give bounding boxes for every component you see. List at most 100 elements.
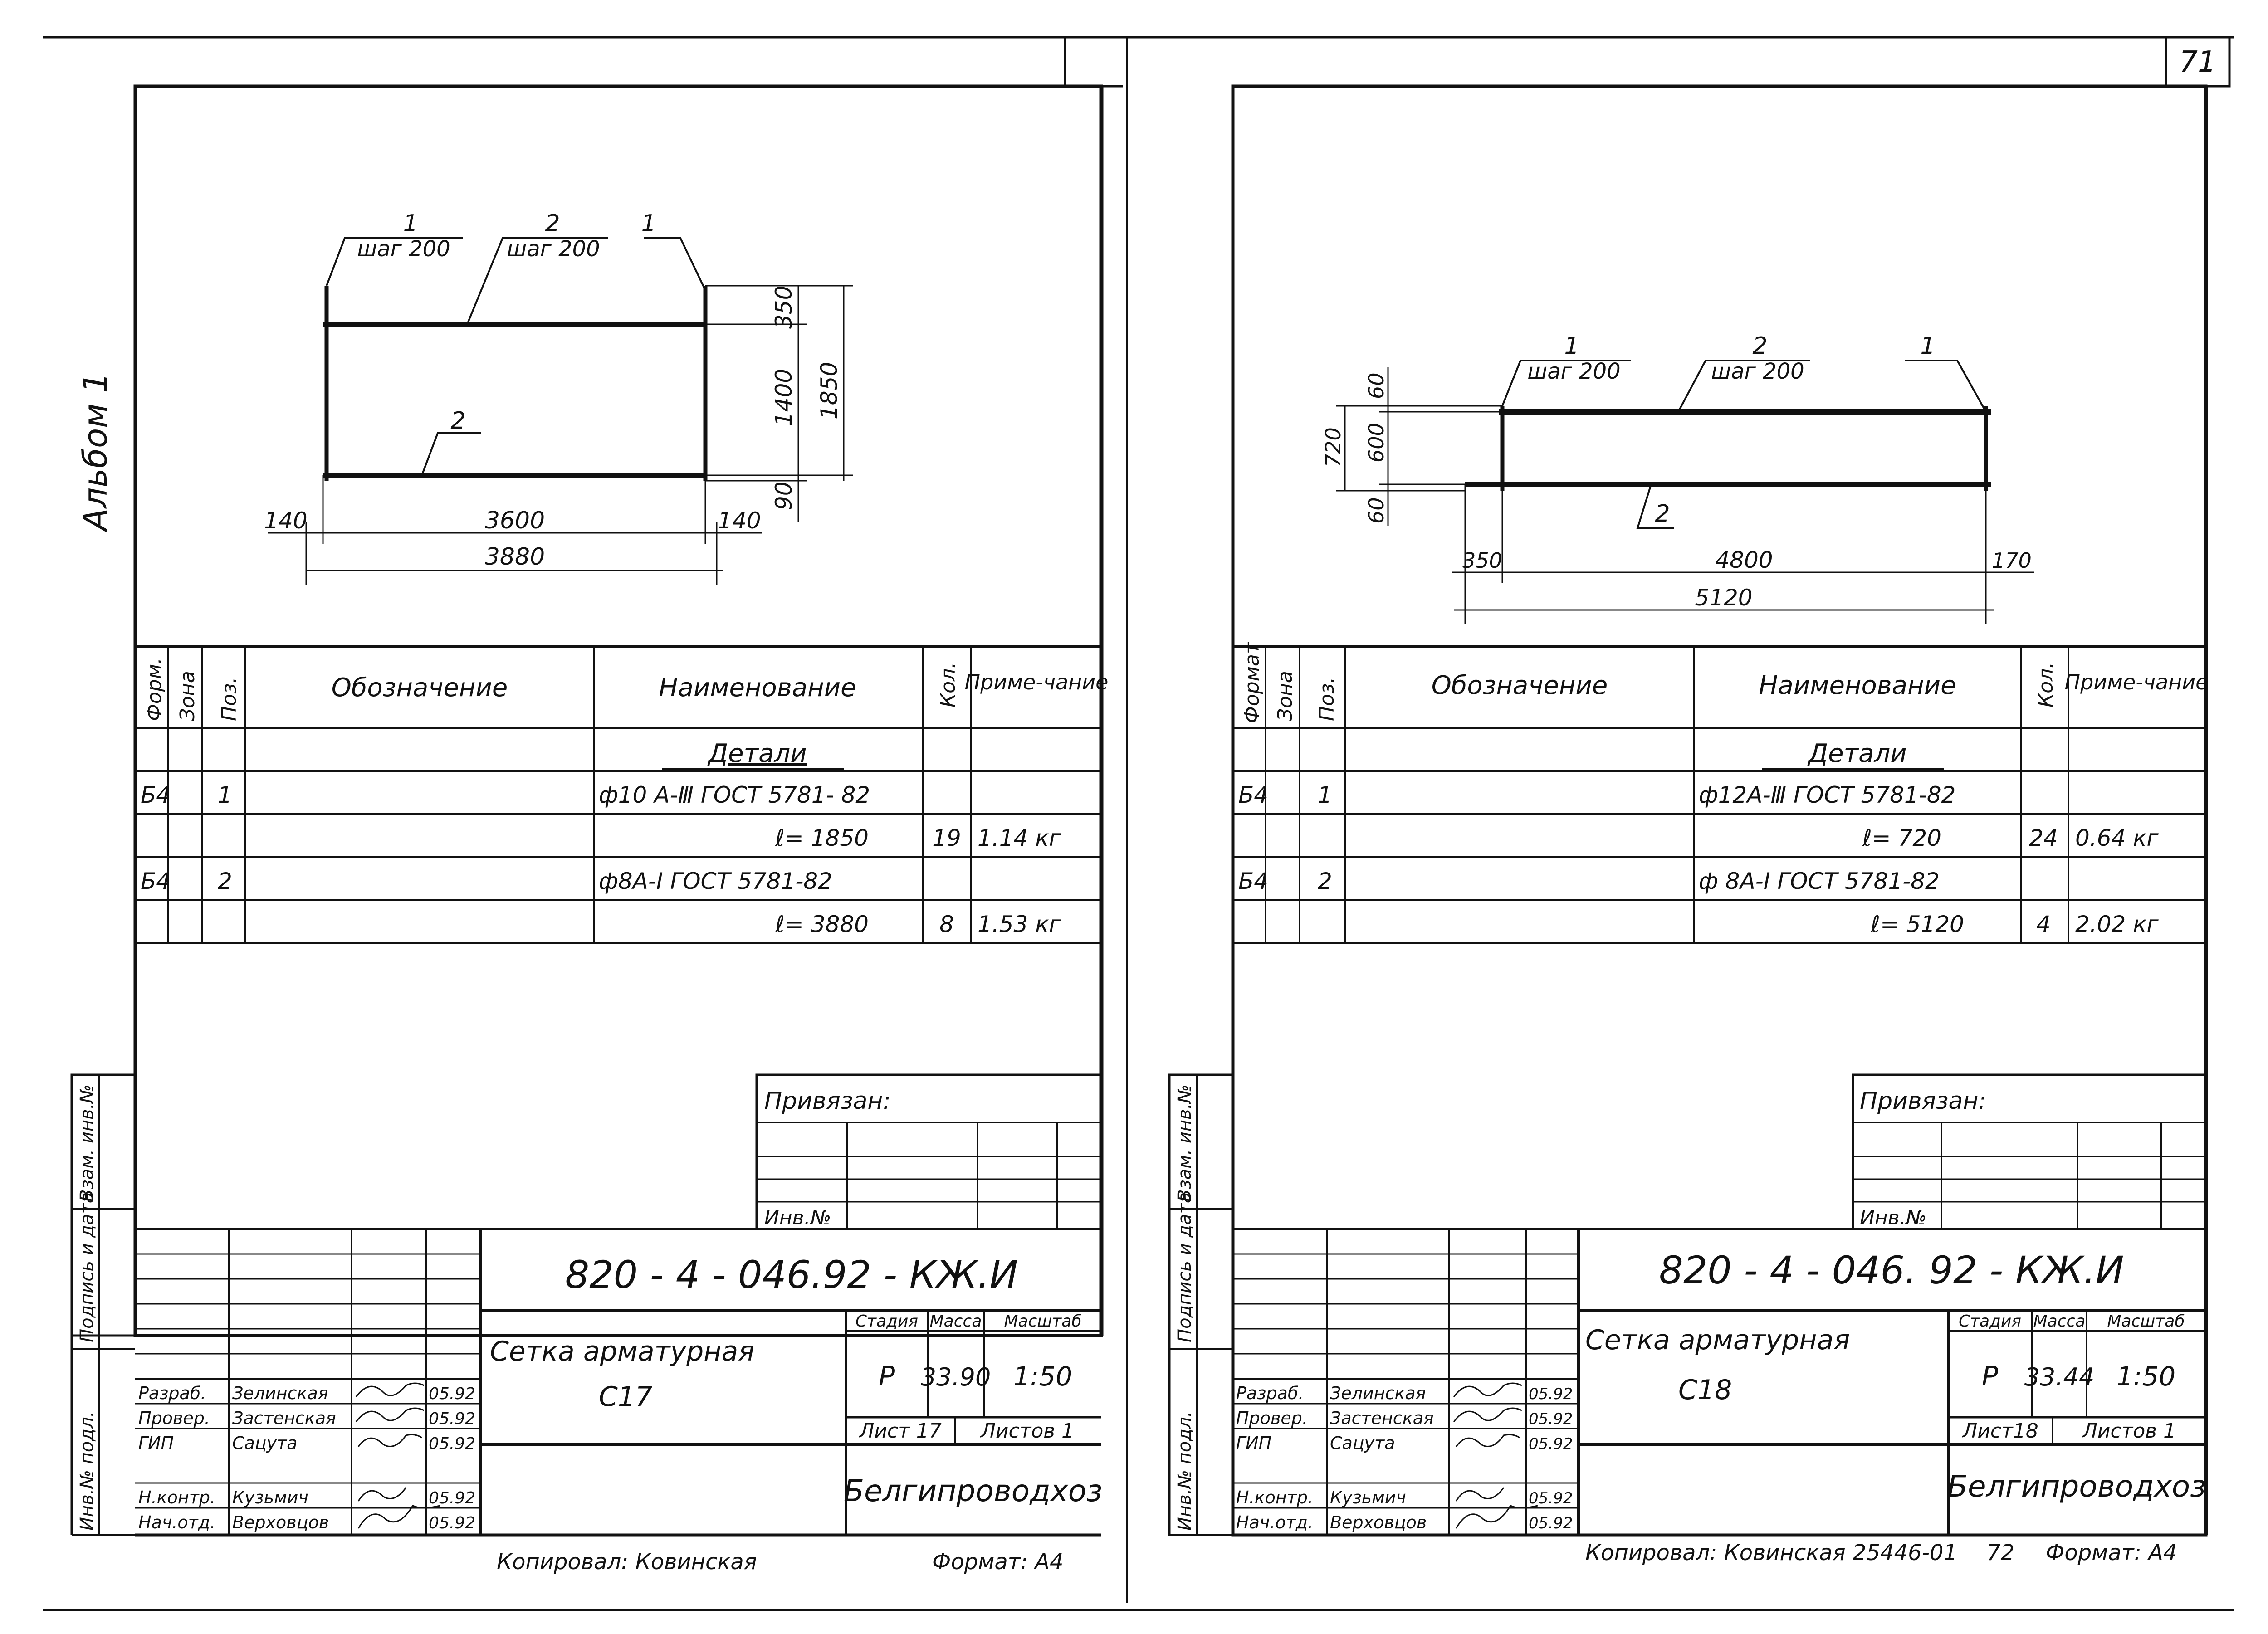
name-gip: Сацута (232, 1433, 298, 1453)
spec-h-designation: Обозначение (1432, 671, 1608, 700)
label-pos2b: 2 (1655, 500, 1670, 527)
date-gip: 05.92 (429, 1434, 475, 1453)
signature-scribble (1455, 1434, 1520, 1447)
spec-h-note: Приме-чание (2065, 670, 2209, 694)
scale-value: 1:50 (2116, 1361, 2175, 1392)
binding-label-sign: Подпись и дата (77, 1192, 98, 1342)
spec-cell-note: 0.64 кг (2075, 825, 2159, 851)
mass-value: 33.44 (2024, 1363, 2095, 1391)
role-gip: ГИП (1236, 1433, 1271, 1453)
date-norm-control: 05.92 (429, 1489, 475, 1507)
dim-total-h: 3880 (485, 543, 545, 571)
leader-2b (421, 432, 481, 476)
dim-bottom: 90 (771, 481, 797, 510)
dim-mid: 600 (1364, 423, 1388, 463)
signature-scribble (1455, 1487, 1505, 1502)
dim-left: 350 (1462, 548, 1502, 573)
label-pos1b: 1 (641, 210, 656, 237)
spec-h-format: Формат (1241, 642, 1264, 723)
spec-cell-format: Б4 (1238, 868, 1268, 894)
spec-cell-note: 1.53 кг (978, 911, 1061, 937)
spec-h-format: Форм. (143, 658, 166, 721)
leader-2 (466, 237, 608, 325)
stage-header: Стадия (1959, 1312, 2021, 1331)
spec-h-zone: Зона (176, 671, 199, 721)
label-pos1: 1 (403, 210, 418, 237)
doc-name-line1: Сетка арматурная (1585, 1324, 1850, 1356)
sheet-frame (133, 84, 1103, 1337)
binding-label-replace: Взам. инв.№ (1174, 1084, 1195, 1202)
doc-code: 820 - 4 - 046.92 - КЖ.И (565, 1253, 1018, 1297)
sheet-left: Взам. инв.№ Подпись и дата Инв.№ подл. 1… (70, 84, 1123, 1575)
binding-label-replace: Взам. инв.№ (77, 1084, 98, 1202)
spec-section: Детали (1807, 739, 1906, 768)
spec-h-pos: Поз. (218, 677, 241, 721)
format-label: Формат: А4 (932, 1549, 1064, 1575)
spec-table: Форм. Зона Поз. Обозначение Наименование… (135, 645, 1108, 944)
spec-h-name: Наименование (1759, 671, 1956, 700)
title-block: Разраб. Провер. ГИП Н.контр. Нач.отд. Зе… (1233, 1228, 2206, 1535)
dim-total-h: 5120 (1695, 585, 1752, 611)
label-pos2b: 2 (450, 407, 465, 434)
mass-header: Масса (2033, 1312, 2086, 1331)
spec-cell-name: ℓ= 5120 (1870, 911, 1964, 937)
binding-strip-frame (1168, 1073, 1234, 1536)
role-developer: Разраб. (138, 1383, 206, 1403)
binding-inv: Инв.№ (1860, 1206, 1926, 1229)
name-head: Верховцов (232, 1512, 329, 1532)
date-checker: 05.92 (429, 1410, 475, 1428)
role-checker: Провер. (1236, 1408, 1308, 1428)
label-step2: шаг 200 (1711, 359, 1804, 384)
scale-header: Масштаб (2107, 1312, 2185, 1331)
doc-name-line2: С18 (1678, 1374, 1732, 1406)
spec-cell-qty: 8 (939, 911, 954, 937)
dim-right: 140 (718, 507, 761, 534)
doc-name-line1: Сетка арматурная (490, 1336, 754, 1367)
binding-label-inv: Инв.№ подл. (1174, 1411, 1195, 1531)
scale-header: Масштаб (1004, 1312, 1081, 1331)
title-block: Разраб. Провер. ГИП Н.контр. Нач.отд. Зе… (135, 1228, 1102, 1537)
binding-label: Привязан: (764, 1088, 891, 1115)
signature-scribble (1453, 1407, 1522, 1422)
spec-h-zone: Зона (1274, 671, 1297, 721)
sheet-number: Лист 17 (858, 1419, 941, 1443)
binding-label-sign: Подпись и дата (1174, 1192, 1195, 1342)
dim-span: 4800 (1715, 547, 1773, 573)
leader-1b (1905, 360, 1987, 412)
date-gip: 05.92 (1529, 1435, 1573, 1453)
dim-span: 3600 (485, 507, 545, 534)
dim-mid: 1400 (771, 369, 797, 426)
spec-cell-format: Б4 (141, 782, 171, 808)
copied-by: Копировал: Ковинская 25446-01 (1585, 1540, 1957, 1566)
binding-label-inv: Инв.№ подл. (77, 1411, 98, 1531)
name-checker: Застенская (1330, 1408, 1434, 1428)
drawing-c18: 1 шаг 200 2 шаг 200 1 2 60 600 60 720 35… (1321, 332, 2034, 624)
spec-cell-note: 1.14 кг (978, 825, 1061, 851)
organization: Белгипроводхоз (1947, 1469, 2206, 1504)
binding-block: Привязан: Инв.№ (755, 1073, 1103, 1230)
spec-cell-qty: 19 (932, 825, 961, 851)
role-head: Нач.отд. (138, 1512, 215, 1532)
page-footer-number: 72 (1987, 1540, 2014, 1566)
role-checker: Провер. (138, 1408, 210, 1428)
spec-table: Формат Зона Поз. Обозначение Наименовани… (1233, 642, 2209, 944)
mass-value: 33.90 (921, 1363, 991, 1391)
spec-h-qty: Кол. (2034, 662, 2058, 707)
sheet-count: Листов 1 (2082, 1419, 2176, 1443)
spec-h-qty: Кол. (937, 662, 960, 707)
spec-cell-name: ℓ= 720 (1862, 825, 1941, 851)
binding-strip: Взам. инв.№ Подпись и дата Инв.№ подл. (1168, 1073, 1234, 1536)
name-gip: Сацута (1330, 1433, 1395, 1453)
name-norm-control: Кузьмич (1330, 1488, 1406, 1507)
leader-1 (326, 237, 463, 286)
spec-cell-format: Б4 (141, 868, 171, 894)
dim-left: 140 (264, 507, 307, 534)
spec-cell-name: ℓ= 3880 (775, 911, 869, 937)
signature-scribble (357, 1434, 422, 1447)
album-label: Альбом 1 (76, 372, 114, 532)
binding-block: Привязан: Инв.№ (1852, 1073, 2207, 1230)
stage-header: Стадия (855, 1312, 918, 1331)
doc-code: 820 - 4 - 046. 92 - КЖ.И (1659, 1248, 2124, 1293)
date-head: 05.92 (1529, 1514, 1573, 1532)
